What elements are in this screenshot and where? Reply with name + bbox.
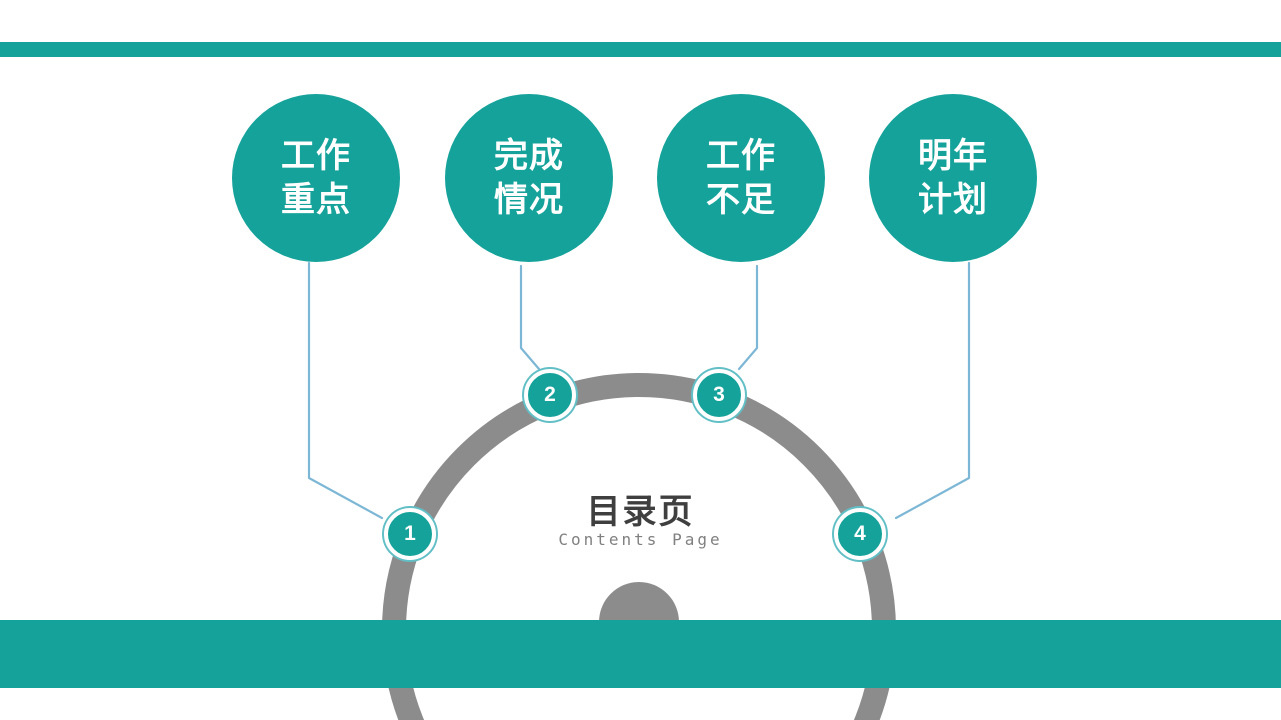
topic-circle-4: 明年 计划 <box>869 94 1037 262</box>
connector-line-4 <box>894 261 971 520</box>
topic-2-line-2: 情况 <box>494 181 564 219</box>
slide-subtitle: Contents Page <box>558 530 723 549</box>
topic-4-line-1: 明年 <box>918 136 988 175</box>
topic-3-line-1: 工作 <box>706 136 776 175</box>
step-number-badge-1: 1 <box>384 508 436 560</box>
connector-line-2 <box>519 264 541 371</box>
step-number-4: 4 <box>854 522 866 545</box>
topic-1-line-1: 工作 <box>281 136 351 175</box>
topic-2-line-1: 完成 <box>494 136 564 175</box>
step-number-2: 2 <box>544 383 556 406</box>
top-accent-bar <box>0 42 1281 57</box>
step-number-3: 3 <box>713 383 725 406</box>
slide-title: 目录页 <box>586 493 695 531</box>
connector-line-3 <box>737 264 759 371</box>
topic-4-line-2: 计划 <box>918 181 988 219</box>
connector-line-1 <box>307 261 384 520</box>
topic-3-line-2: 不足 <box>706 181 776 219</box>
bottom-accent-bar <box>0 620 1281 688</box>
step-number-badge-4: 4 <box>834 508 886 560</box>
step-number-badge-3: 3 <box>693 369 745 421</box>
topic-circle-1: 工作 重点 <box>232 94 400 262</box>
topic-circle-2: 完成 情况 <box>445 94 613 262</box>
topic-1-line-2: 重点 <box>281 181 351 219</box>
topic-circle-3: 工作 不足 <box>657 94 825 262</box>
step-number-badge-2: 2 <box>524 369 576 421</box>
step-number-1: 1 <box>404 522 416 545</box>
